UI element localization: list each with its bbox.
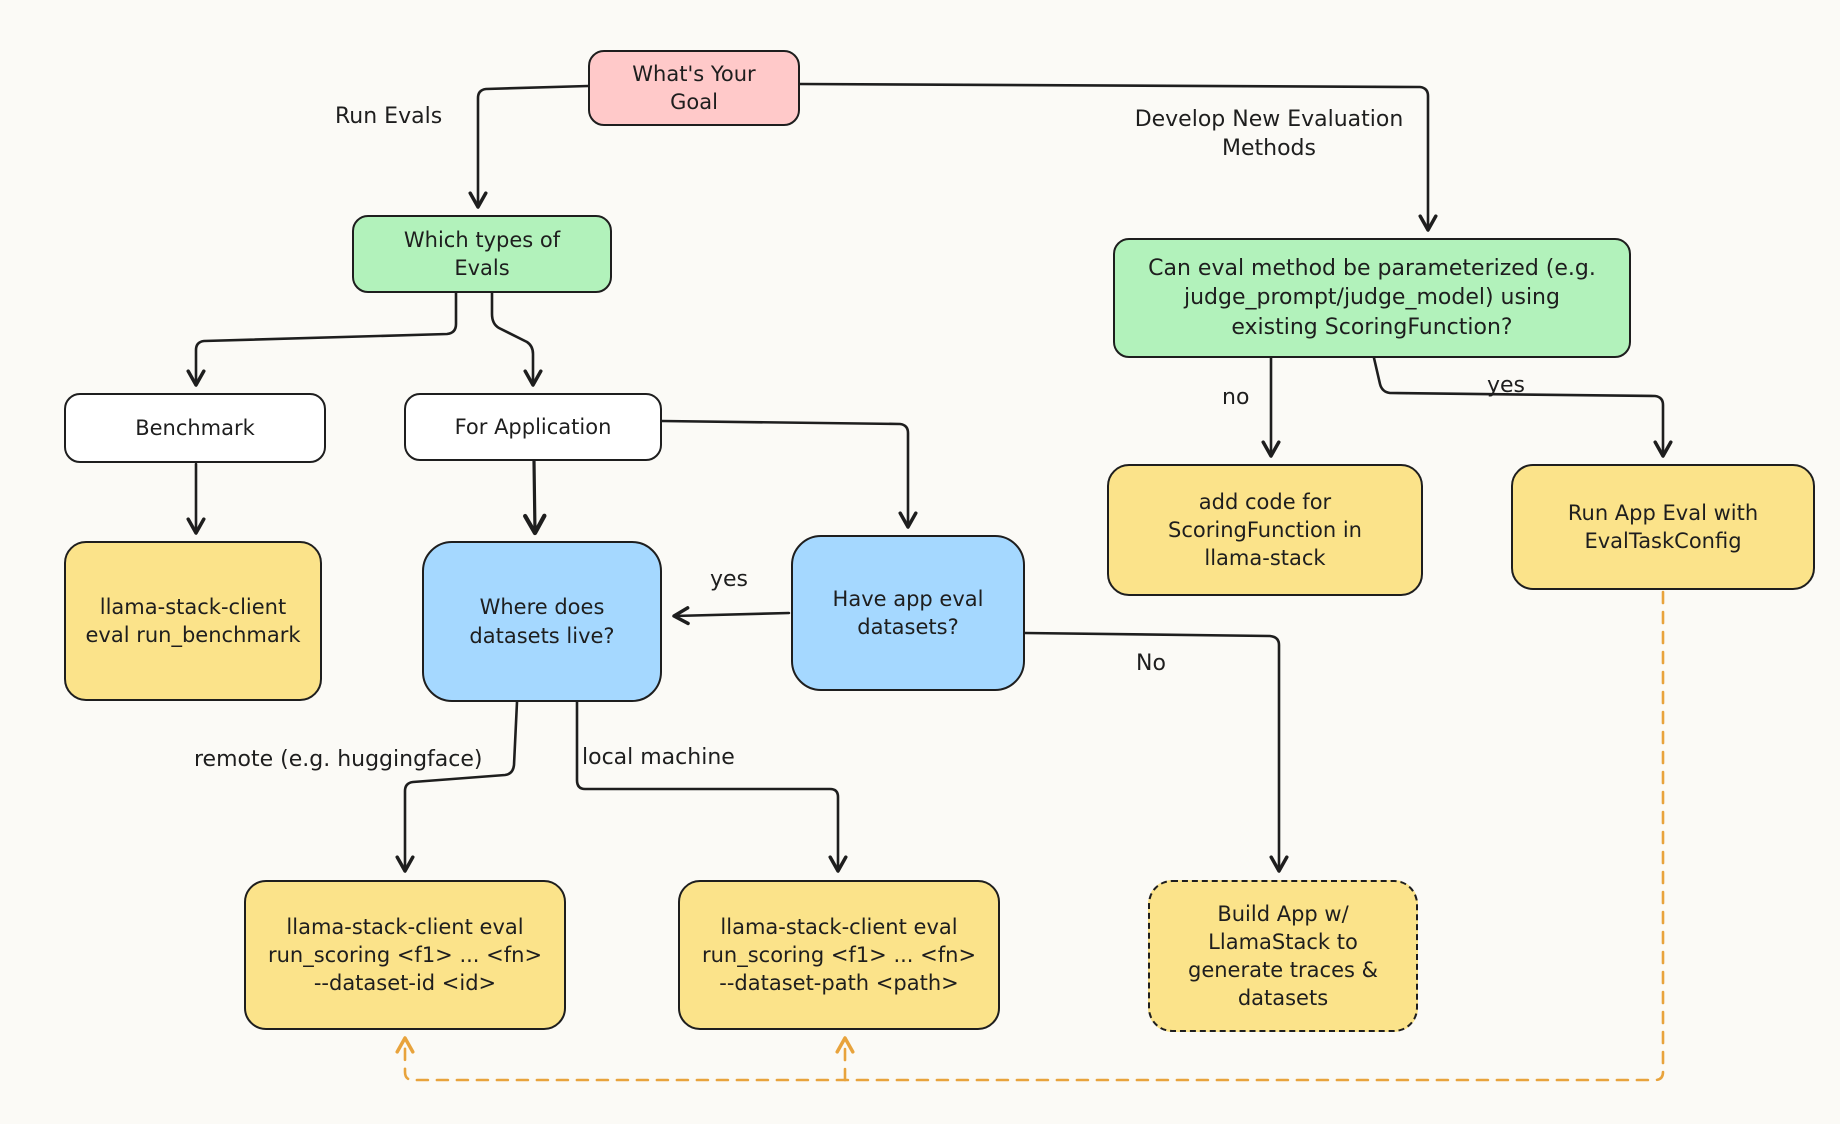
node-for-application: For Application <box>404 393 662 461</box>
node-run-benchmark: llama-stack-client eval run_benchmark <box>64 541 322 701</box>
node-where-datasets: Where does datasets live? <box>422 541 662 702</box>
label-yes-have-datasets: yes <box>710 567 749 592</box>
node-have-datasets: Have app eval datasets? <box>791 535 1025 691</box>
edge-which-to-benchmark <box>186 291 458 387</box>
node-which-types: Which types of Evals <box>352 215 612 293</box>
edge-have-datasets-yes-to-where <box>672 606 791 626</box>
node-run-app-eval: Run App Eval with EvalTaskConfig <box>1511 464 1815 590</box>
edge-dashed-run-app-eval-to-run-scoring-id <box>395 590 1665 1082</box>
label-yes-scoring-function: yes <box>1487 373 1526 398</box>
label-no-scoring-function: no <box>1222 385 1250 410</box>
node-add-code: add code for ScoringFunction in llama-st… <box>1107 464 1423 596</box>
edge-have-datasets-no-to-build-app <box>1023 631 1289 873</box>
edge-where-local-to-run-scoring-path <box>575 700 848 873</box>
label-local-machine: local machine <box>582 745 735 770</box>
node-benchmark: Benchmark <box>64 393 326 463</box>
label-remote-huggingface: remote (e.g. huggingface) <box>194 747 483 772</box>
node-run-scoring-dataset-path: llama-stack-client eval run_scoring <f1>… <box>678 880 1000 1030</box>
edge-for-application-to-have-datasets <box>660 419 918 529</box>
node-build-app: Build App w/ LlamaStack to generate trac… <box>1148 880 1418 1032</box>
edge-where-remote-to-run-scoring-id <box>395 700 519 873</box>
edge-for-application-to-where <box>523 459 547 536</box>
label-develop-new-methods: Develop New Evaluation Methods <box>1134 107 1404 161</box>
edge-can-parameterized-yes-to-run-app-eval <box>1372 356 1673 458</box>
node-goal: What's Your Goal <box>588 50 800 126</box>
edge-goal-to-which-types <box>468 84 590 209</box>
edge-which-to-for-application <box>490 291 543 387</box>
label-no-have-datasets: No <box>1136 651 1166 676</box>
node-can-parameterized: Can eval method be parameterized (e.g. j… <box>1113 238 1631 358</box>
label-run-evals: Run Evals <box>335 104 443 129</box>
edge-goal-to-can-parameterized <box>798 82 1438 232</box>
node-run-scoring-dataset-id: llama-stack-client eval run_scoring <f1>… <box>244 880 566 1030</box>
